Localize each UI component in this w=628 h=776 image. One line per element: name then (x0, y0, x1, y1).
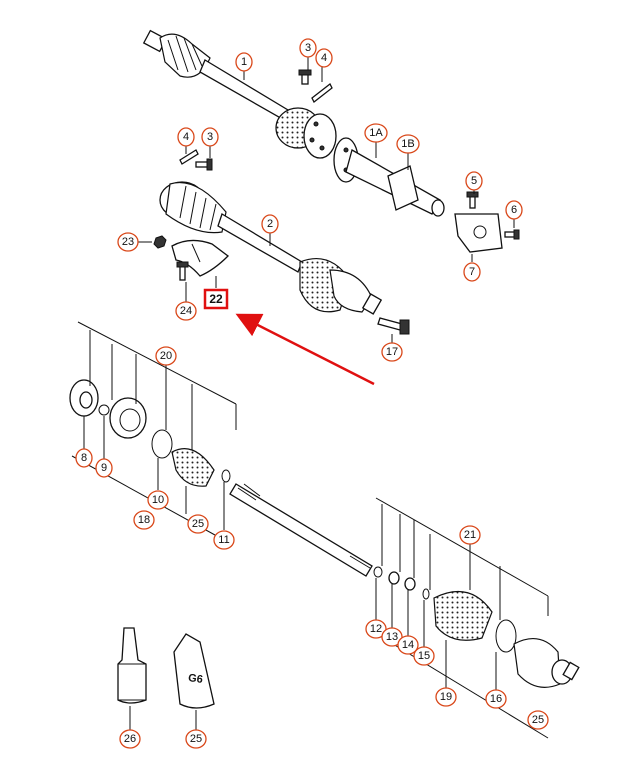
outer-joint-exploded (69, 379, 231, 487)
callout-25-right: 25 (527, 710, 549, 730)
callout-25-bottom: 25 (185, 729, 207, 749)
callout-12: 12 (365, 619, 387, 639)
callout-24: 24 (175, 301, 197, 321)
svg-text:12: 12 (370, 623, 382, 635)
svg-text:23: 23 (122, 236, 134, 248)
grease-packet-25: G6 (173, 633, 215, 709)
svg-text:16: 16 (490, 693, 502, 705)
callout-2: 2 (261, 214, 279, 234)
callout-23: 23 (117, 232, 139, 252)
callout-1A: 1A (364, 123, 388, 143)
callout-21: 21 (459, 525, 481, 545)
svg-text:6: 6 (511, 204, 517, 216)
svg-text:18: 18 (138, 514, 150, 526)
svg-text:7: 7 (469, 266, 475, 278)
svg-text:8: 8 (81, 452, 87, 464)
svg-text:2: 2 (267, 218, 273, 230)
svg-text:4: 4 (183, 131, 189, 143)
callout-26: 26 (119, 729, 141, 749)
svg-text:24: 24 (180, 305, 192, 317)
callout-5: 5 (465, 171, 483, 191)
svg-text:13: 13 (386, 631, 398, 643)
callout-25-left: 25 (187, 514, 209, 534)
callout-13: 13 (381, 627, 403, 647)
svg-text:3: 3 (207, 131, 213, 143)
svg-text:1: 1 (241, 56, 247, 68)
callout-3-top: 3 (299, 38, 317, 58)
driveshaft-2 (159, 181, 383, 315)
svg-text:4: 4 (321, 52, 327, 64)
svg-text:9: 9 (101, 462, 107, 474)
bolt-17 (377, 317, 410, 335)
callout-10: 10 (147, 490, 169, 510)
driveshaft-1 (142, 29, 337, 159)
bolt-3-mid (195, 158, 213, 171)
svg-text:25: 25 (192, 518, 204, 530)
leader-lines (83, 56, 515, 730)
callout-1: 1 (235, 52, 253, 72)
rings-12-15 (373, 566, 430, 600)
pin-4-top (311, 83, 333, 103)
callout-16: 16 (485, 689, 507, 709)
callout-14: 14 (397, 635, 419, 655)
svg-text:3: 3 (305, 42, 311, 54)
callout-20: 20 (155, 346, 177, 366)
callout-11: 11 (213, 530, 235, 550)
inner-boot-21 (433, 590, 493, 641)
callout-19: 19 (435, 687, 457, 707)
clamp-16 (495, 619, 517, 653)
outer-joint-25 (513, 637, 580, 688)
callout-1B: 1B (396, 134, 420, 154)
intermediate-shaft (229, 483, 373, 577)
svg-text:1A: 1A (369, 127, 383, 139)
callout-7: 7 (463, 262, 481, 282)
svg-text:15: 15 (418, 650, 430, 662)
callout-4-top: 4 (315, 48, 333, 68)
svg-text:17: 17 (386, 346, 398, 358)
svg-text:19: 19 (440, 691, 452, 703)
svg-text:11: 11 (218, 534, 229, 546)
callout-18: 18 (133, 510, 155, 530)
callout-9: 9 (95, 458, 113, 478)
grease-tube-26 (117, 627, 147, 704)
svg-text:5: 5 (471, 175, 477, 187)
svg-text:1B: 1B (401, 138, 414, 150)
callout-4-mid: 4 (177, 127, 195, 147)
grease-packet-label: G6 (187, 672, 203, 686)
svg-text:10: 10 (152, 494, 164, 506)
bolt-3-top (298, 69, 312, 85)
svg-text:25: 25 (190, 733, 202, 745)
svg-text:22: 22 (209, 292, 223, 306)
svg-text:21: 21 (464, 529, 476, 541)
bolt-24 (176, 261, 189, 281)
callout-17: 17 (381, 342, 403, 362)
intermediate-shaft-1A-1B (333, 137, 445, 217)
svg-text:25: 25 (532, 714, 544, 726)
svg-text:26: 26 (124, 733, 136, 745)
support-bracket-7 (454, 191, 520, 253)
svg-text:14: 14 (402, 639, 414, 651)
callout-15: 15 (413, 646, 435, 666)
callout-22-highlighted: 22 (203, 288, 229, 310)
highlight-arrow (235, 313, 375, 386)
callout-3-mid: 3 (201, 127, 219, 147)
nut-23 (153, 235, 167, 249)
callout-8: 8 (75, 448, 93, 468)
svg-text:20: 20 (160, 350, 172, 362)
callout-6: 6 (505, 200, 523, 220)
pin-4-mid (179, 149, 199, 165)
